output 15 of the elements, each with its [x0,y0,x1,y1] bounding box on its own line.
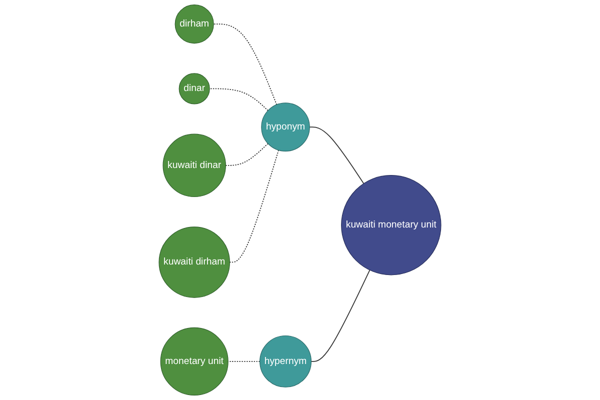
node-circle: hyponym [261,102,310,152]
node-circle: hypernym [260,335,312,388]
connector [225,143,268,166]
connector [213,24,278,106]
node-circle: kuwaiti monetary unit [341,174,442,276]
connector [228,361,260,362]
connector [229,150,280,263]
connector [209,88,268,112]
node-circle: dirham [174,4,214,44]
connector [310,270,370,362]
node-circle: kuwaiti dinar [162,134,226,198]
connector [309,126,364,184]
node-circle: monetary unit [160,327,228,396]
node-circle: kuwaiti dirham [158,226,230,298]
node-circle: dinar [178,73,210,104]
